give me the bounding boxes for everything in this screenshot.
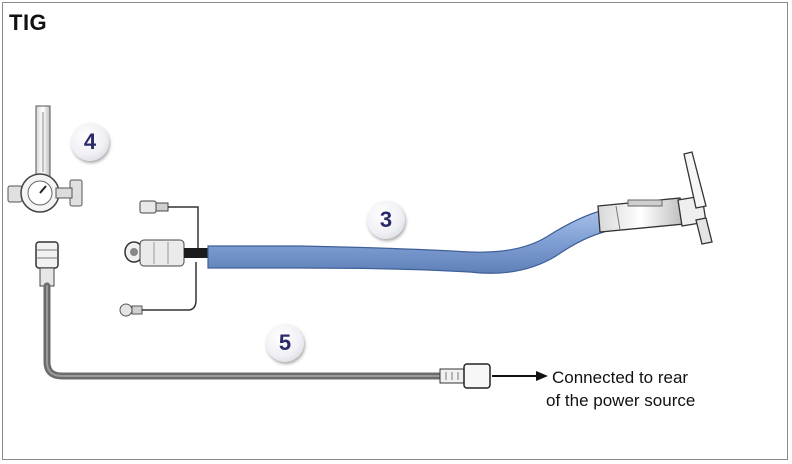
connection-arrow	[492, 371, 548, 381]
torch-connectors	[119, 200, 210, 317]
gas-hose-fitting-top	[35, 241, 59, 287]
label-5-gas-hose: 5	[266, 324, 304, 362]
connection-caption: Connected to rear of the power source	[546, 366, 695, 412]
tig-torch	[597, 151, 713, 245]
caption-line-1: Connected to rear	[552, 368, 689, 387]
torch-hose	[207, 209, 605, 274]
diagram-title: TIG	[9, 10, 48, 35]
caption-line-2: of the power source	[546, 391, 696, 410]
gas-hose-end-fitting	[439, 363, 491, 389]
gas-hose	[43, 282, 444, 380]
flowmeter-regulator	[7, 105, 83, 213]
label-3-torch-hose: 3	[367, 201, 405, 239]
label-4-flowmeter: 4	[71, 123, 109, 161]
